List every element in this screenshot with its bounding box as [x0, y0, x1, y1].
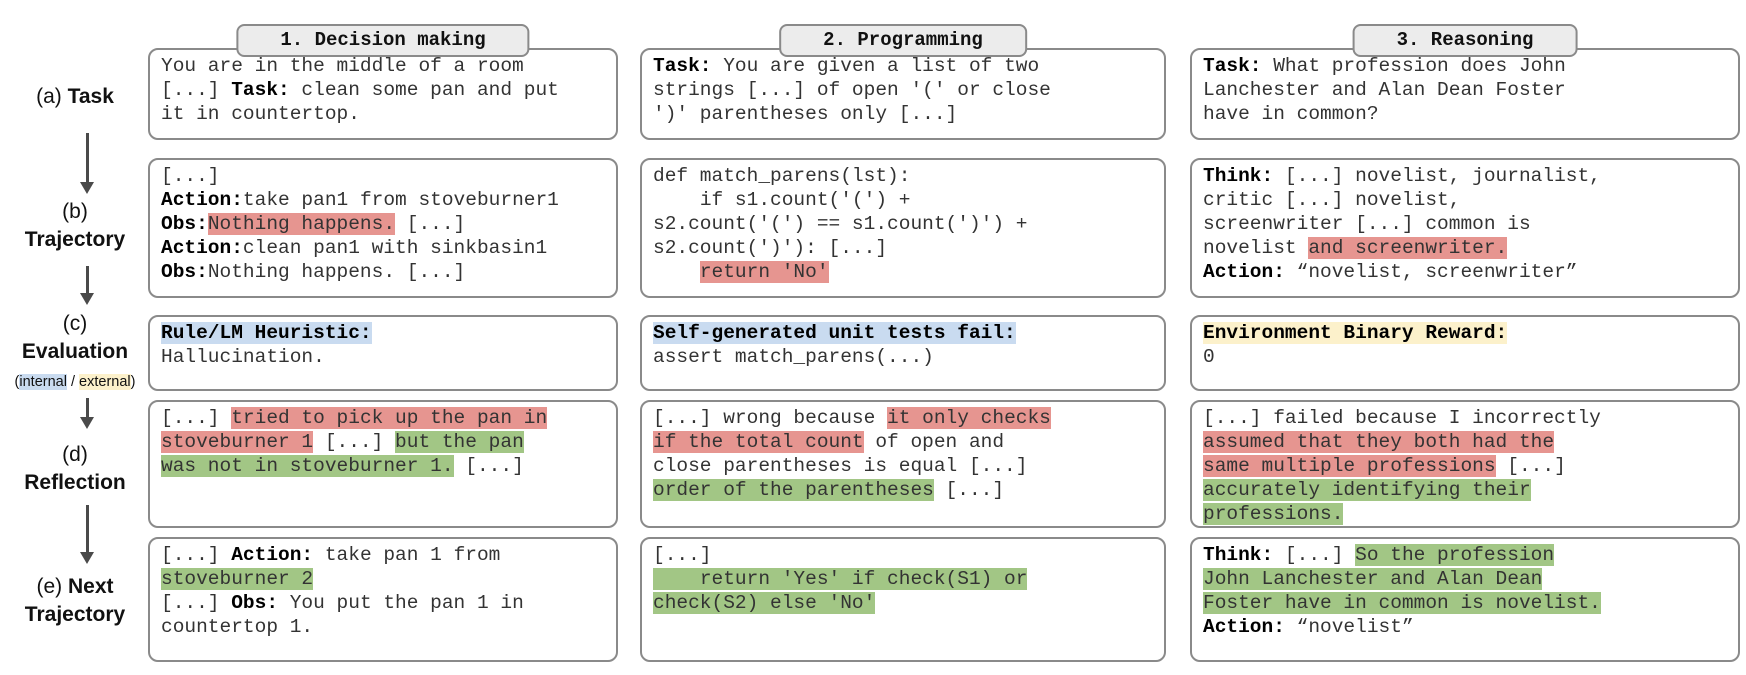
row-letter-b: (b): [62, 200, 88, 223]
cell-trajectory-reasoning: Think: [...] novelist, journalist, criti…: [1190, 158, 1740, 298]
row-letter-e: (e): [36, 575, 68, 598]
cell-reflection-reasoning: [...] failed because I incorrectly assum…: [1190, 400, 1740, 528]
column-header-decision-making: 1. Decision making: [236, 24, 530, 57]
cell-evaluation-decision: Rule/LM Heuristic: Hallucination.: [148, 315, 618, 391]
cell-next-trajectory-programming: [...] return 'Yes' if check(S1) or check…: [640, 537, 1166, 662]
row-label-next-text: Next: [67, 575, 114, 598]
row-label-evaluation-text: Evaluation: [21, 340, 129, 363]
cell-evaluation-programming: Self-generated unit tests fail: assert m…: [640, 315, 1166, 391]
row-letter-a: (a): [36, 85, 68, 108]
cell-task-decision: You are in the middle of a room [...] Ta…: [148, 48, 618, 140]
cell-reflection-programming: [...] wrong because it only checks if th…: [640, 400, 1166, 528]
cell-next-trajectory-decision: [...] Action: take pan 1 from stoveburne…: [148, 537, 618, 662]
cell-evaluation-reasoning: Environment Binary Reward: 0: [1190, 315, 1740, 391]
evaluation-internal-external-label: (internal / external): [14, 374, 136, 390]
row-label-task-text: Task: [67, 85, 114, 108]
arrow-down-icon: [80, 398, 94, 429]
row-label-evaluation: (c) Evaluation (internal / external): [0, 310, 150, 394]
row-label-reflection: (d) Reflection: [0, 441, 150, 497]
row-label-task: (a) Task: [0, 83, 150, 111]
cell-task-programming: Task: You are given a list of two string…: [640, 48, 1166, 140]
row-label-reflection-text: Reflection: [24, 471, 126, 494]
row-letter-d: (d): [62, 443, 88, 466]
row-label-trajectory-text: Trajectory: [24, 228, 126, 251]
column-header-reasoning: 3. Reasoning: [1352, 24, 1578, 57]
cell-task-reasoning: Task: What profession does John Lanchest…: [1190, 48, 1740, 140]
row-letter-c: (c): [62, 312, 88, 335]
row-label-trajectory: (b) Trajectory: [0, 198, 150, 254]
arrow-down-icon: [80, 266, 94, 305]
cell-next-trajectory-reasoning: Think: [...] So the profession John Lanc…: [1190, 537, 1740, 662]
arrow-down-icon: [80, 505, 94, 564]
column-header-programming: 2. Programming: [779, 24, 1027, 57]
cell-reflection-decision: [...] tried to pick up the pan in stoveb…: [148, 400, 618, 528]
cell-trajectory-decision: [...] Action:take pan1 from stoveburner1…: [148, 158, 618, 298]
cell-trajectory-programming: def match_parens(lst): if s1.count('(') …: [640, 158, 1166, 298]
row-label-next-trajectory-text: Trajectory: [24, 603, 126, 626]
arrow-down-icon: [80, 133, 94, 194]
